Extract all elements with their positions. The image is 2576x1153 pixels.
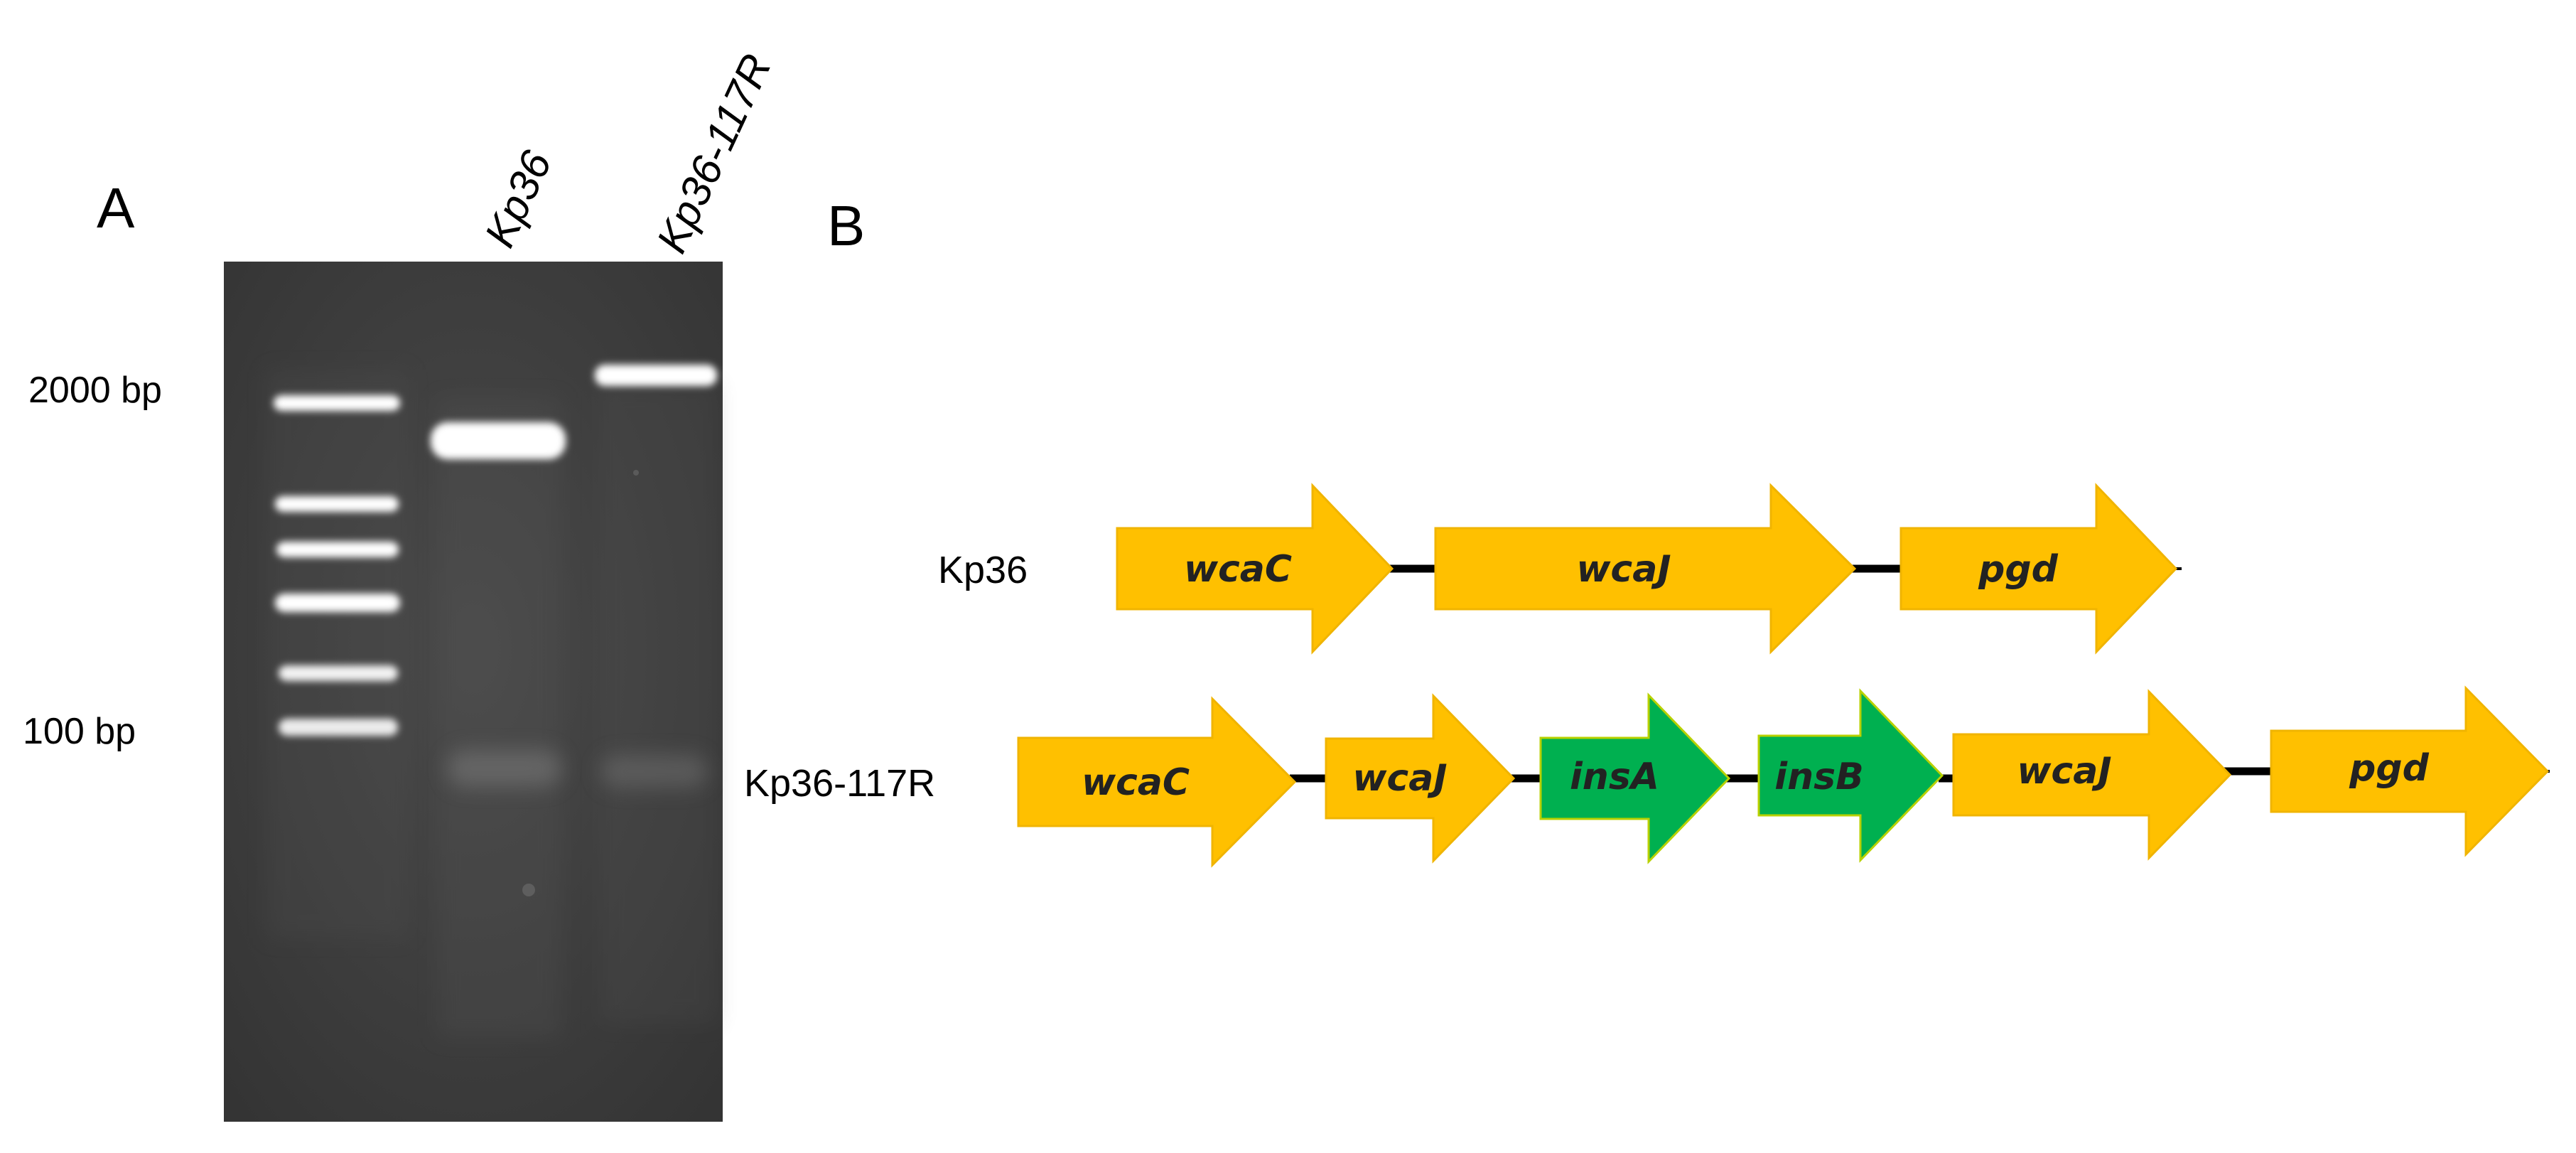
gene-arrow-insb: insB [1757,688,1944,863]
gene-arrow-wcaj-2: wcaJ [1952,689,2232,861]
ladder-band [275,594,400,612]
gel-band [595,365,717,386]
ladder-band [279,665,398,681]
gene-label: wcaJ [1576,548,1671,591]
gene-arrow-shape [1757,688,1944,863]
gene-arrow-shape [1539,692,1731,864]
gene-map-kp36-117r: wcaC wcaJ insA insB wcaJ pgd [1017,685,2550,868]
gene-label: insA [1570,756,1659,798]
gene-arrow-shape [1434,483,1857,655]
gene-label: wcaJ [2017,750,2111,793]
gel-image [224,262,723,1122]
ladder-band [276,542,399,557]
panel-b-letter: B [827,194,865,257]
gene-label: pgd [2349,747,2429,790]
lane-kp36-117r [595,365,717,788]
gene-label: wcaJ [1352,757,1447,800]
lane-label-kp36-117r: Kp36-117R [647,47,780,259]
lane-label-kp36: Kp36 [475,144,561,254]
panel-a: A 2000 bp 100 bp Kp36 Kp36-117R [23,47,780,1122]
gene-label: pgd [1978,548,2058,591]
gene-label: wcaC [1082,761,1190,804]
gene-arrow-shape [1899,483,2178,655]
gene-label: wcaC [1184,548,1292,591]
gene-arrow-shape [2270,685,2550,857]
gene-map-kp36: wcaC wcaJ pgd [1116,483,2182,655]
ladder-band [275,496,399,512]
gene-arrow-shape [1116,483,1394,655]
gene-arrow-shape [1952,689,2232,861]
ladder-band [279,719,398,736]
gene-arrow-insa: insA [1539,692,1731,864]
gene-arrow-wcac: wcaC [1017,696,1297,868]
gel-band [431,422,566,459]
panel-a-letter: A [97,176,135,240]
gene-arrow-shape [1017,696,1297,868]
marker-label-100bp: 100 bp [23,711,136,752]
lane-kp36 [431,422,566,787]
gene-arrow-wcaj: wcaJ [1325,693,1516,864]
gene-arrow-wcaj: wcaJ [1434,483,1857,655]
ladder-band [274,395,400,411]
ladder-lane [274,395,400,736]
row-label-kp36: Kp36 [938,549,1028,591]
gene-label: insB [1774,756,1863,798]
gene-arrow-pgd: pgd [2270,685,2550,857]
panel-b: B Kp36 Kp36-117R wcaC wcaJ pgd [744,194,2550,868]
gene-arrow-wcac: wcaC [1116,483,1394,655]
row-label-kp36-117r: Kp36-117R [744,762,935,805]
gene-arrow-pgd: pgd [1899,483,2178,655]
gene-arrow-shape [1325,693,1516,864]
gel-band-faint [448,750,561,787]
marker-label-2000bp: 2000 bp [28,370,162,411]
gel-band-faint [600,755,707,788]
